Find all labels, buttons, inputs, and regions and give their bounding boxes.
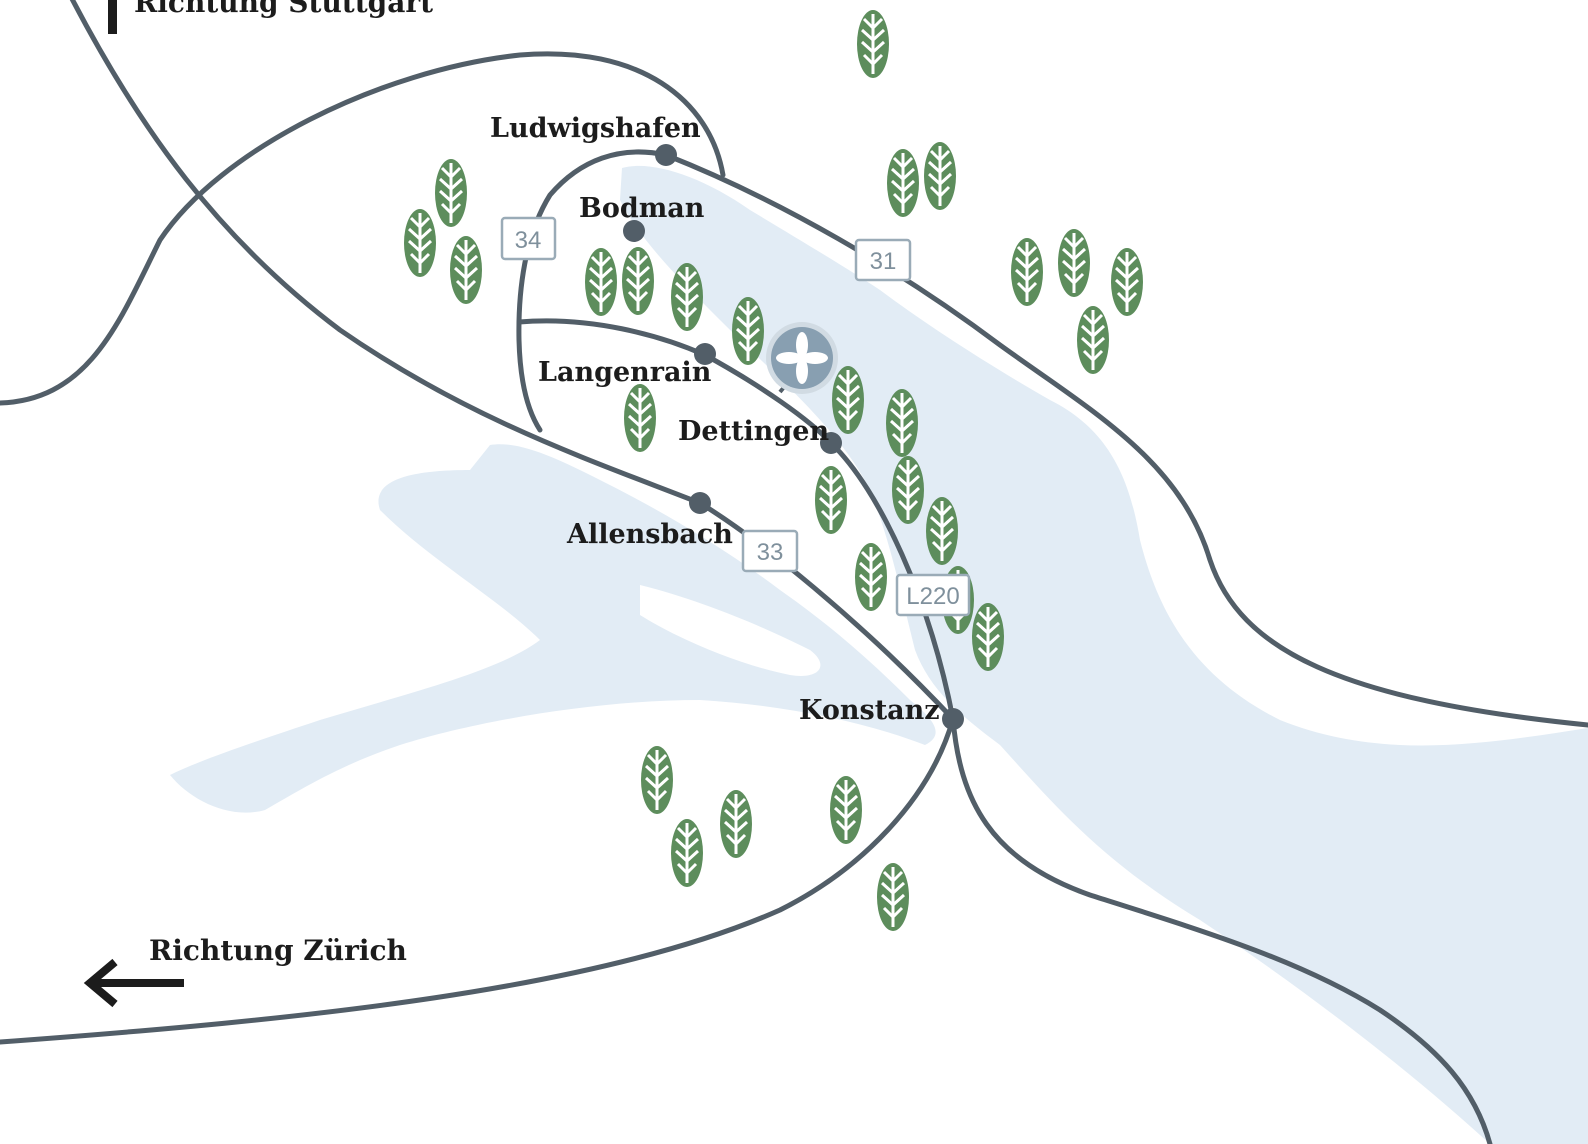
town-dot-konstanz[interactable] (942, 708, 964, 730)
tree-icon (448, 234, 484, 306)
road-south-east (950, 716, 1493, 1144)
town-label-konstanz: Konstanz (799, 695, 940, 726)
poi-marker[interactable] (766, 322, 838, 394)
town-dot-allensbach[interactable] (689, 492, 711, 514)
town-dot-dettingen[interactable] (820, 432, 842, 454)
tree-icon (1009, 236, 1045, 308)
reichenau-island (640, 585, 821, 676)
tree-icon (669, 817, 705, 889)
tree-icon (813, 464, 849, 536)
direction-zurich: Richtung Zürich (83, 934, 407, 1008)
town-dot-bodman[interactable] (623, 220, 645, 242)
tree-icon (875, 861, 911, 933)
tree-icon (620, 245, 656, 317)
tree-icon (890, 454, 926, 526)
tree-icon (1056, 227, 1092, 299)
road-shield-31: 31 (854, 238, 912, 282)
town-label-langenrain: Langenrain (538, 357, 712, 388)
tree-icon (622, 382, 658, 454)
town-markers (623, 144, 964, 730)
tree-icon (583, 246, 619, 318)
town-label-ludwigshafen: Ludwigshafen (490, 113, 701, 144)
road-shield-33-label: 33 (757, 539, 784, 566)
tree-icon (970, 601, 1006, 673)
tree-icon (718, 788, 754, 860)
tree-icon (1109, 246, 1145, 318)
direction-zurich-label: Richtung Zürich (149, 934, 407, 967)
road-zurich (0, 716, 956, 1045)
road-loop-north (0, 51, 726, 406)
tree-icon (853, 541, 889, 613)
arrow-up-icon (108, 0, 117, 34)
tree-icon (924, 495, 960, 567)
untersee (170, 444, 936, 813)
tree-icon (828, 774, 864, 846)
road-shield-34: 34 (500, 216, 557, 261)
direction-stuttgart-label: Richtung Stuttgart (134, 0, 433, 19)
road-shield-33: 33 (741, 529, 799, 573)
road-31 (663, 152, 1588, 728)
tree-icon (639, 744, 675, 816)
town-label-allensbach: Allensbach (566, 519, 733, 550)
town-dot-ludwigshafen[interactable] (655, 144, 677, 166)
tree-icon (855, 8, 891, 80)
tree-icon (884, 387, 920, 459)
town-labels: Ludwigshafen Bodman Langenrain Dettingen… (490, 113, 940, 726)
town-label-bodman: Bodman (579, 193, 705, 224)
tree-icon (669, 261, 705, 333)
direction-stuttgart: Richtung Stuttgart (108, 0, 433, 34)
lake-water (170, 165, 1588, 1144)
arrow-left-icon (83, 958, 184, 1008)
road-shields: 34 31 33 L220 (500, 216, 971, 617)
town-label-dettingen: Dettingen (678, 416, 829, 447)
road-shield-l220-label: L220 (906, 583, 959, 610)
tree-icon (433, 157, 469, 229)
tree-icon (730, 295, 766, 367)
road-shield-31-label: 31 (870, 248, 897, 275)
tree-icon (402, 207, 438, 279)
tree-icon (922, 140, 958, 212)
tree-icon (830, 364, 866, 436)
road-shield-l220: L220 (895, 573, 971, 617)
tree-icon (885, 147, 921, 219)
flower-icon (776, 332, 828, 384)
road-stuttgart-main (69, 0, 956, 722)
road-shield-34-label: 34 (515, 227, 542, 254)
tree-icon (1075, 304, 1111, 376)
town-dot-langenrain[interactable] (694, 343, 716, 365)
